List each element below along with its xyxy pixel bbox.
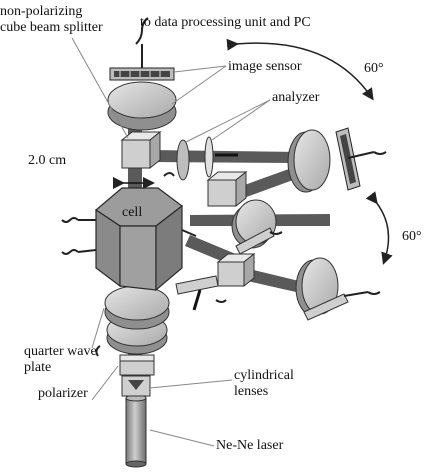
- label-polarizer: polarizer: [38, 386, 88, 401]
- pc-cable: [135, 17, 149, 68]
- quarter-wave-plate: [104, 285, 170, 355]
- label-distance: 2.0 cm: [28, 153, 67, 168]
- lower-beam-splitter: [216, 252, 256, 288]
- label-analyzer: analyzer: [272, 90, 320, 105]
- label-beam-splitter-line1: non-polarizing: [0, 4, 83, 19]
- label-cyl-line1: cylindrical: [234, 368, 294, 383]
- right-upper-image-sensor: [335, 127, 361, 191]
- cell-front-right: [155, 204, 183, 292]
- middle-beam-splitter: [206, 170, 248, 208]
- cell-wires: [61, 217, 197, 255]
- right-upper-cable: [347, 151, 387, 159]
- upper-image-sensor: [109, 67, 175, 81]
- cylindrical-lenses: [121, 375, 151, 397]
- label-quarter-wave-line2: plate: [24, 360, 52, 375]
- polarizer: [119, 354, 155, 376]
- leader-lines: [71, 37, 271, 447]
- mid-analyzer-pair: [176, 136, 238, 181]
- right-upper-analyzer: [287, 129, 331, 193]
- upper-beam-splitter: [120, 130, 162, 170]
- label-quarter-wave-line1: quarter wave: [24, 344, 97, 359]
- label-to-pc: to data processing unit and PC: [140, 15, 311, 30]
- upper-analyzer: [107, 81, 177, 131]
- lower-left-sensor: [175, 275, 219, 311]
- label-beam-splitter-line2: cube beam splitter: [0, 20, 103, 35]
- label-laser: Ne-Ne laser: [216, 438, 284, 453]
- middle-right-analyzer: [231, 199, 277, 255]
- label-image-sensor: image sensor: [228, 59, 302, 74]
- label-angle-top: 60°: [364, 61, 384, 76]
- right-lower-analyzer: [295, 257, 349, 321]
- cell-label: cell: [122, 205, 142, 220]
- rotation-arrow-right: [365, 191, 393, 265]
- label-cyl-line2: lenses: [234, 384, 269, 399]
- rotation-arrow-top: [226, 38, 374, 101]
- ne-ne-laser: [125, 394, 147, 468]
- cell-front-center: [119, 225, 157, 291]
- hexagonal-cell: [95, 187, 183, 292]
- misc-cables: [95, 172, 283, 357]
- label-angle-right: 60°: [402, 229, 422, 244]
- right-lower-cable: [343, 291, 381, 297]
